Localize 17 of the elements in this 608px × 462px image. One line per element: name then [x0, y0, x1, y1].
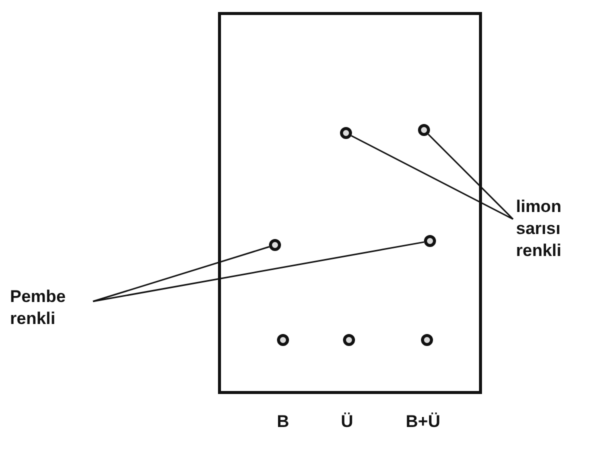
leader-line [428, 134, 514, 220]
leader-line [92, 241, 424, 302]
spot [418, 124, 430, 136]
lane-label: B+Ü [404, 412, 442, 432]
leader-line [92, 246, 270, 302]
spot [343, 334, 355, 346]
leader-line [351, 135, 514, 220]
callout-text: limon sarısı renkli [516, 196, 606, 262]
plate-outline [218, 12, 482, 394]
spot [340, 127, 352, 139]
callout-text: Pembe renkli [10, 286, 90, 330]
spot [277, 334, 289, 346]
lane-label: B [276, 412, 290, 432]
spot [269, 239, 281, 251]
lane-label: Ü [340, 412, 354, 432]
spot [421, 334, 433, 346]
spot [424, 235, 436, 247]
